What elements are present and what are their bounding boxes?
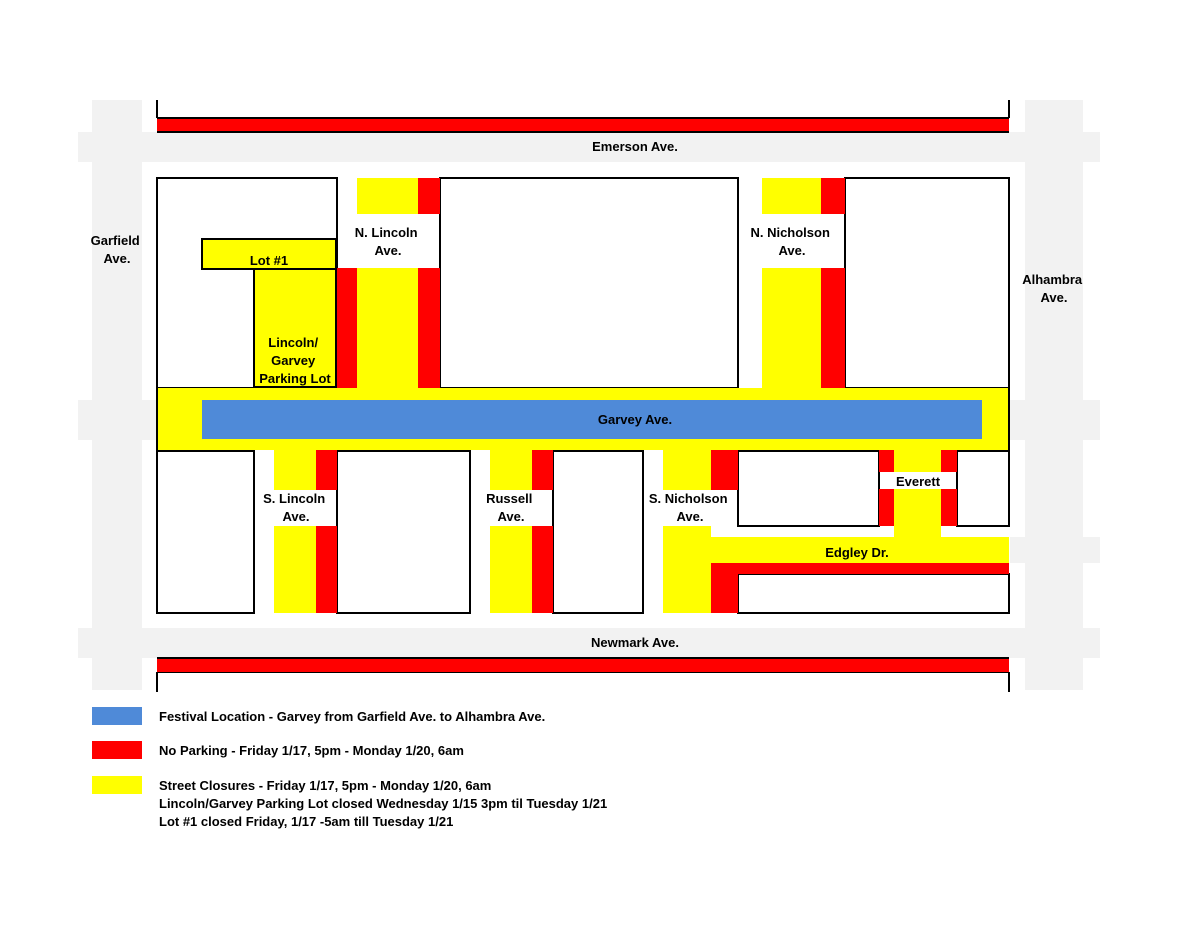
emerson-road [78, 132, 1100, 162]
no-parking-s-lincoln-bottom [316, 526, 337, 613]
closure-edgley [711, 537, 1009, 563]
label-everett: Everett [896, 474, 941, 489]
label-edgley: Edgley Dr. [825, 545, 889, 560]
closure-russell-bottom [490, 526, 532, 613]
label-russell: Russell Ave. [486, 491, 536, 524]
label-s-lincoln: S. Lincoln Ave. [263, 491, 329, 524]
label-lincoln-garvey-lot: Lincoln/ Garvey Parking Lot [259, 335, 331, 386]
lincoln-garvey-lot [253, 268, 337, 388]
closure-n-nicholson-bottom [762, 268, 821, 388]
closure-s-nicholson-bottom [663, 526, 711, 613]
block-bottom-strip [157, 672, 1009, 692]
no-parking-everett-west-top [879, 450, 894, 472]
no-parking-newmark [157, 658, 1009, 672]
no-parking-everett-east-bottom [941, 489, 957, 526]
closure-everett-bottom [894, 489, 941, 537]
no-parking-everett-west-bottom [879, 489, 894, 526]
label-garvey: Garvey Ave. [598, 412, 672, 427]
closure-everett-top [894, 450, 941, 472]
no-parking-n-lincoln-east [418, 268, 440, 388]
no-parking-n-nicholson-bottom [821, 268, 845, 388]
street-labels: Emerson Ave. Garfield Ave. Alhambra Ave.… [91, 139, 1086, 650]
newmark-road [78, 628, 1100, 658]
no-parking-n-lincoln-top [418, 178, 440, 214]
label-n-lincoln: N. Lincoln Ave. [355, 225, 421, 258]
alhambra-road [1025, 100, 1083, 690]
block-nicholson-everett [737, 450, 880, 527]
no-parking-everett-east-top [941, 450, 957, 472]
block-s-lincoln-russell [336, 450, 471, 614]
block-east-of-everett [956, 450, 1010, 527]
legend-closures-line-3: Lot #1 closed Friday, 1/17 -5am till Tue… [159, 814, 454, 829]
no-parking-russell-top [532, 450, 553, 490]
closure-s-nicholson-top [663, 450, 711, 490]
festival-location [202, 400, 982, 439]
block-ne [844, 177, 1010, 389]
no-parking-emerson [157, 118, 1009, 132]
legend-festival-text: Festival Location - Garvey from Garfield… [159, 709, 546, 724]
red-swatch [92, 741, 142, 759]
lot-1 [201, 238, 337, 270]
edgley-road-ext [1010, 537, 1100, 563]
closure-s-lincoln-bottom [274, 526, 316, 613]
closure-n-nicholson-top [762, 178, 821, 214]
closure-n-lincoln-top [357, 178, 418, 214]
no-parking-n-nicholson-top [821, 178, 845, 214]
no-parking-s-nicholson-top [711, 450, 738, 490]
closure-n-lincoln-bottom [357, 268, 418, 388]
closure-russell-top [490, 450, 532, 490]
block-south-of-edgley [737, 573, 1010, 614]
closure-s-lincoln-top [274, 450, 316, 490]
road-network [78, 100, 1100, 690]
label-n-nicholson: N. Nicholson Ave. [750, 225, 833, 258]
block-sw [156, 450, 255, 614]
label-alhambra: Alhambra Ave. [1022, 272, 1086, 305]
no-parking-edgley [711, 563, 1009, 574]
legend-closures-line-2: Lincoln/Garvey Parking Lot closed Wednes… [159, 796, 608, 811]
no-parking-russell-bottom [532, 526, 553, 613]
label-lot-1: Lot #1 [250, 253, 288, 268]
blue-swatch [92, 707, 142, 725]
label-s-nicholson: S. Nicholson Ave. [649, 491, 731, 524]
no-parking-n-lincoln-west [337, 268, 357, 388]
yellow-swatch [92, 776, 142, 794]
parking-lots [201, 238, 337, 388]
block-russell-nicholson [552, 450, 644, 614]
label-emerson: Emerson Ave. [592, 139, 678, 154]
label-garfield: Garfield Ave. [91, 233, 144, 266]
garfield-road [92, 100, 142, 690]
no-parking-zones [157, 118, 1009, 672]
lot-labels: Lot #1 Lincoln/ Garvey Parking Lot [250, 253, 332, 386]
no-parking-s-lincoln-top [316, 450, 337, 490]
label-newmark: Newmark Ave. [591, 635, 679, 650]
block-n-center [439, 177, 739, 389]
outline-strokes [156, 117, 1010, 659]
block-top-strip [157, 100, 1009, 118]
legend-no-parking-text: No Parking - Friday 1/17, 5pm - Monday 1… [159, 743, 464, 758]
legend-closures-line-1: Street Closures - Friday 1/17, 5pm - Mon… [159, 778, 492, 793]
